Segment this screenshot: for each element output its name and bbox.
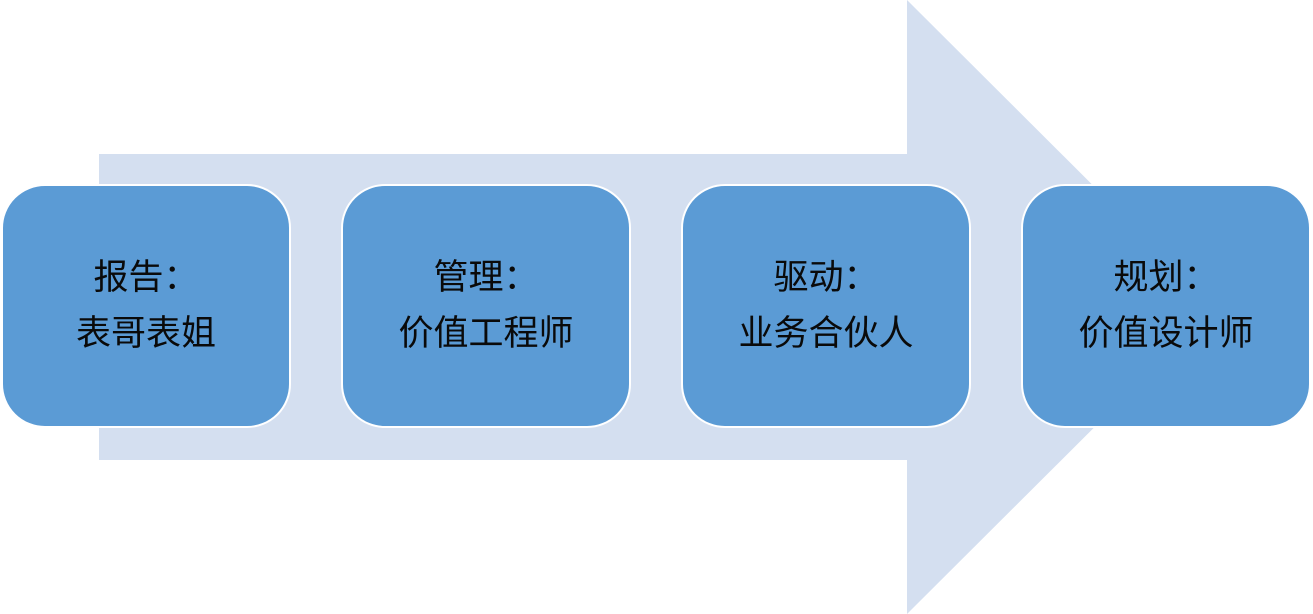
- stage-title: 管理：: [433, 258, 539, 298]
- stage-role: 表哥表姐: [75, 314, 216, 354]
- stage-title: 规划：: [1113, 258, 1219, 298]
- stage-role: 价值工程师: [398, 314, 574, 354]
- arrow-body: [99, 0, 1215, 614]
- stage-box-manage: 管理： 价值工程师: [341, 184, 631, 428]
- stage-box-plan: 规划： 价值设计师: [1021, 184, 1311, 428]
- stage-box-report: 报告： 表哥表姐: [1, 184, 291, 428]
- stage-role: 业务合伙人: [738, 314, 914, 354]
- stage-box-drive: 驱动： 业务合伙人: [681, 184, 971, 428]
- stage-role: 价值设计师: [1078, 314, 1254, 354]
- stage-title: 驱动：: [773, 258, 879, 298]
- stage-title: 报告：: [93, 258, 199, 298]
